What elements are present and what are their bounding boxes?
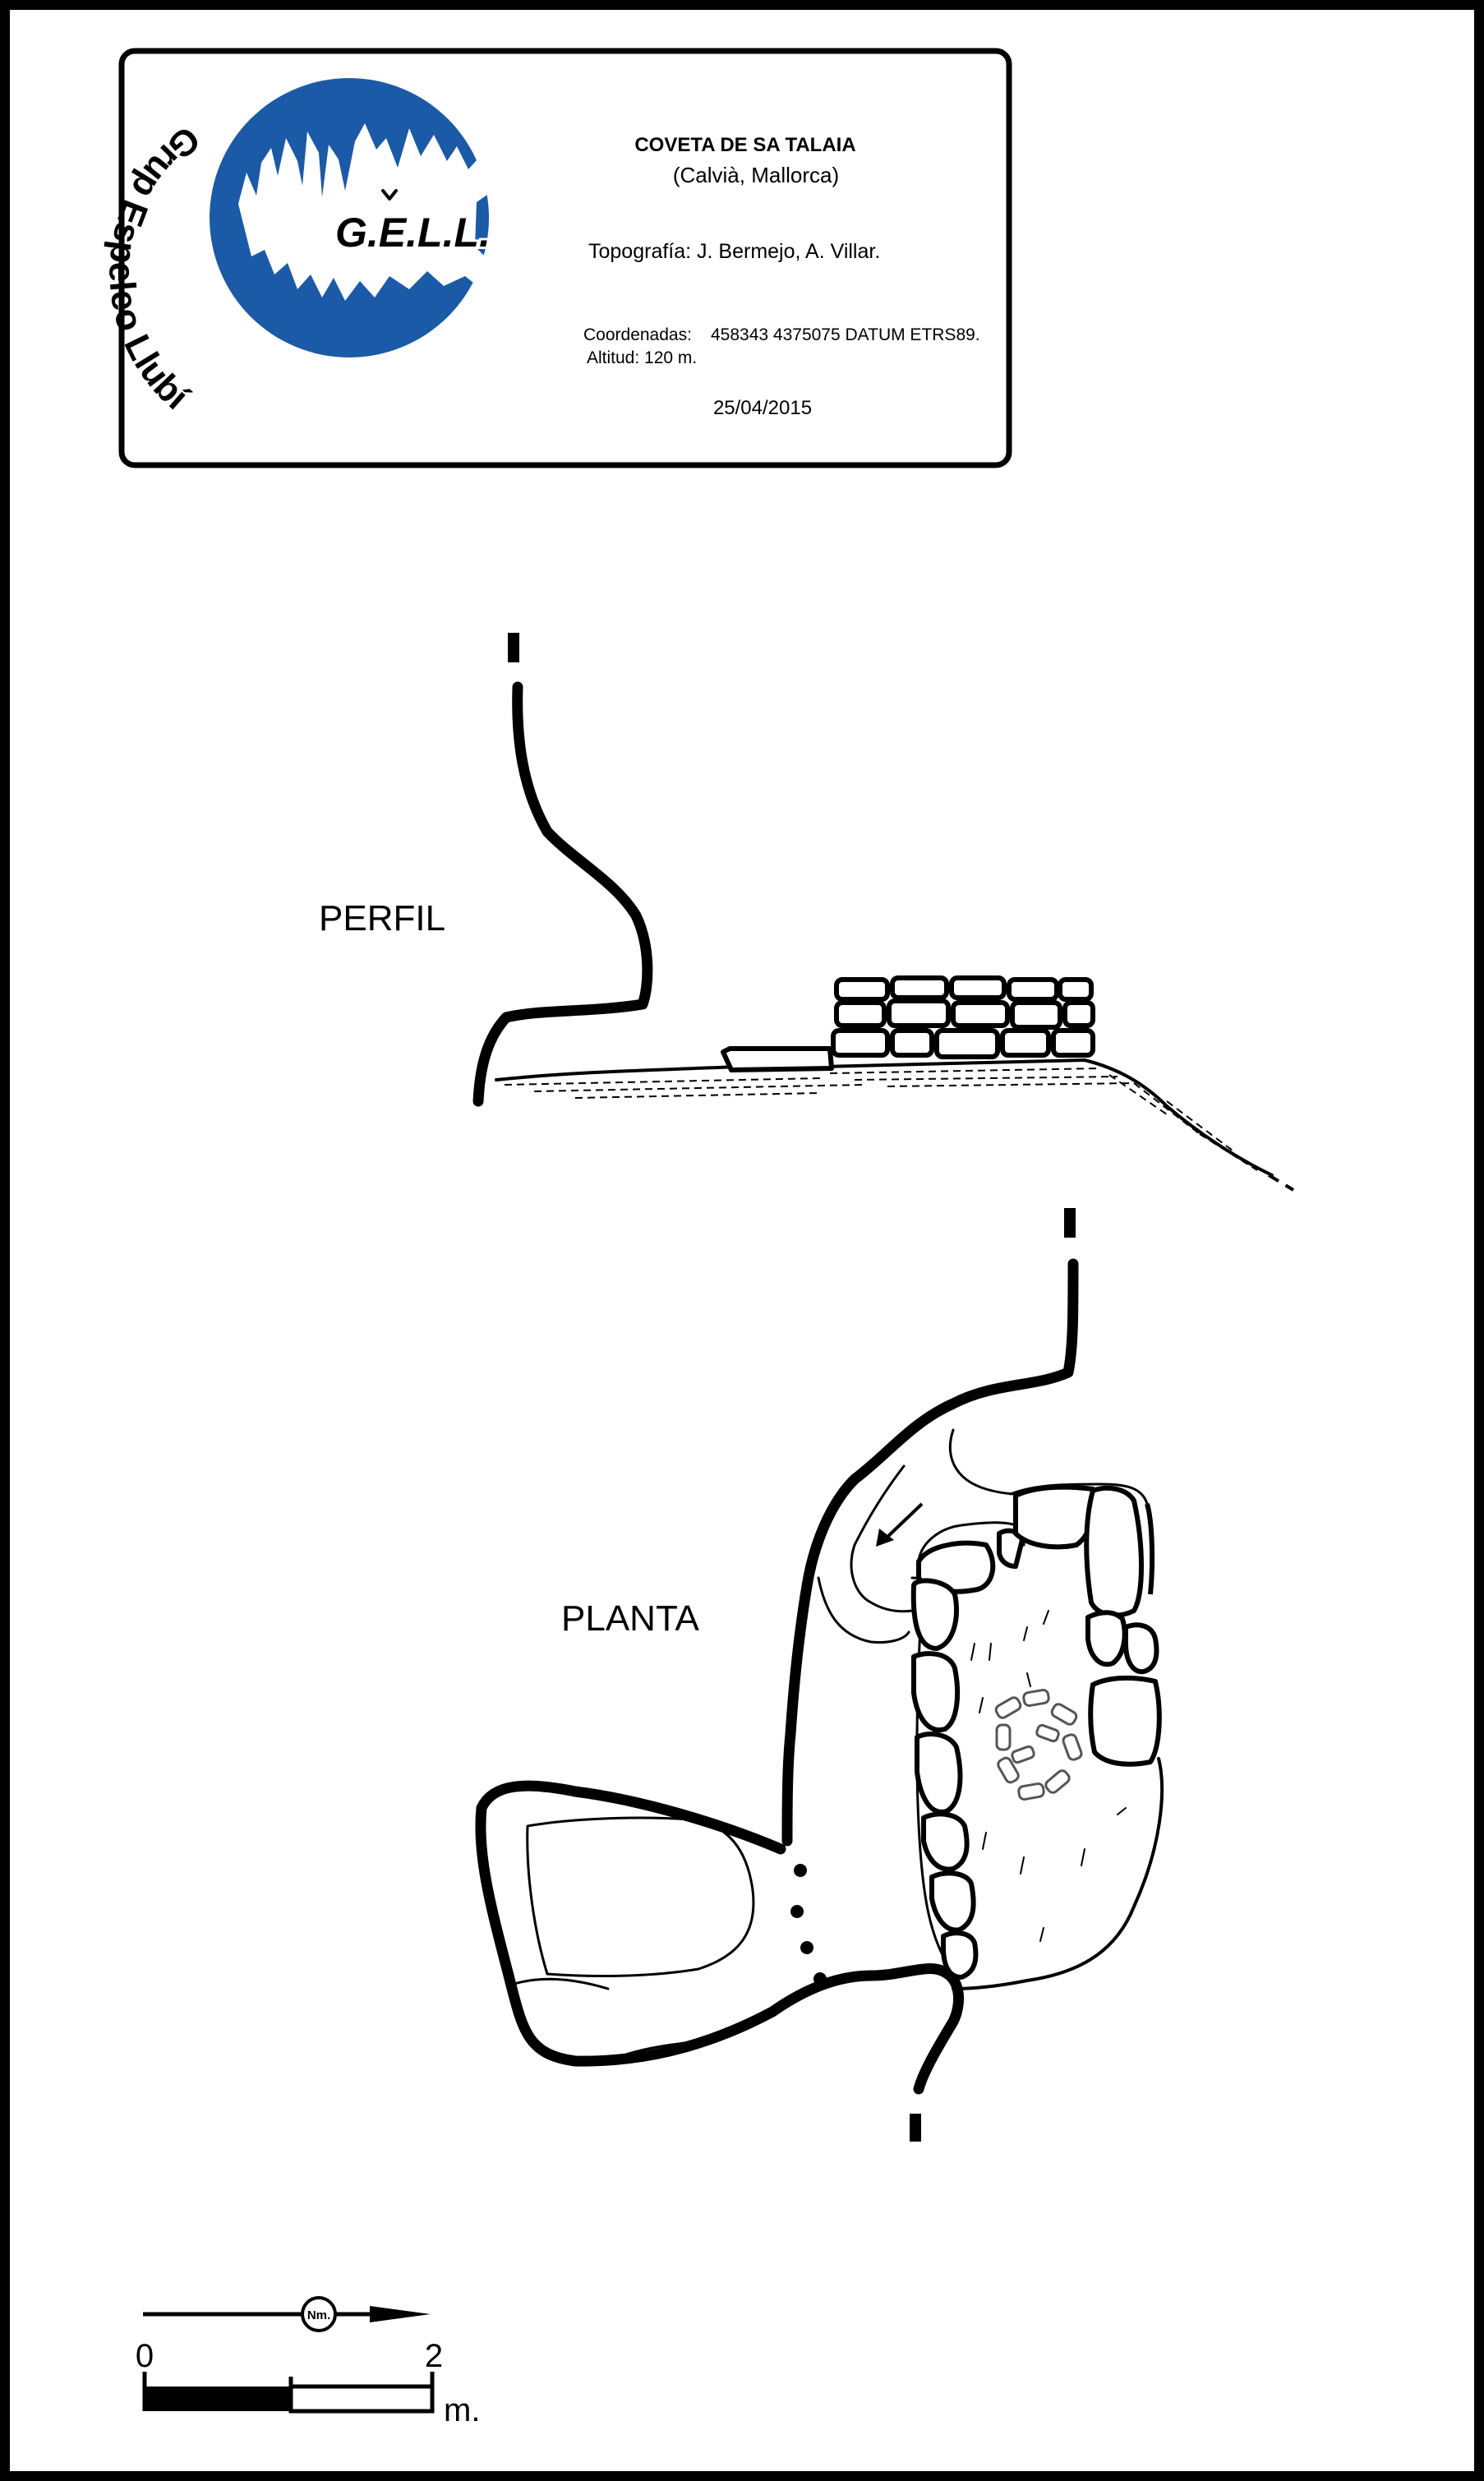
coordinates-value: 458343 4375075 DATUM ETRS89.: [711, 325, 980, 344]
plan-label: PLANTA: [561, 1598, 700, 1639]
plan-floor-marks: [970, 1610, 1127, 1942]
plan-passage-dots: [790, 1864, 827, 1985]
logo-caron-mark: [381, 189, 398, 201]
profile-slope-tail: [1267, 1174, 1295, 1192]
plan-section: [475, 1208, 1164, 2142]
scale-start-label: 0: [136, 2338, 154, 2374]
plan-slope-arrowhead: [876, 1529, 894, 1547]
profile-section: [472, 633, 1295, 1192]
topography-credits: Topografía: J. Bermejo, A. Villar.: [588, 240, 880, 263]
plan-slope-contour-2: [817, 1576, 910, 1644]
survey-date: 25/04/2015: [713, 397, 812, 419]
plan-chamber-inner-contour: [526, 1816, 755, 1977]
coordinates-label: Coordenadas:: [583, 325, 692, 344]
plan-slope-arrow-line: [884, 1502, 924, 1540]
profile-label: PERFIL: [319, 898, 445, 938]
scale-bar: 0 2 m.: [136, 2338, 481, 2428]
altitude: Altitud: 120 m.: [587, 348, 697, 367]
plan-chamber-ledge: [513, 1977, 725, 2056]
profile-sediment-hatch: [504, 1068, 1258, 1171]
plan-wall-side-chamber: [475, 1780, 965, 2095]
title-block: G.E.L.L. Grup Espeleo Llubí COVETA DE SA…: [101, 48, 1012, 468]
scale-bar-filled-segment: [145, 2386, 291, 2411]
logo-cave-silhouette: [238, 123, 503, 301]
logo-initials: G.E.L.L.: [335, 210, 491, 256]
cave-location: (Calvià, Mallorca): [673, 163, 839, 187]
profile-floor: [495, 1058, 1274, 1177]
north-label: Nm.: [307, 2308, 330, 2322]
north-arrow: Nm.: [143, 2296, 431, 2332]
plan-stone-wall: [910, 1484, 1162, 1980]
scale-end-label: 2: [425, 2338, 443, 2374]
north-arrow-badge: [301, 2296, 337, 2332]
profile-wall: [472, 681, 653, 1107]
north-arrow-head: [370, 2306, 431, 2322]
cave-name: COVETA DE SA TALAIA: [634, 134, 855, 156]
profile-stone-wall: [721, 975, 1095, 1072]
plan-stone-ring: [994, 1688, 1083, 1801]
scale-unit: m.: [444, 2392, 480, 2428]
scale-bar-empty-segment: [288, 2384, 435, 2414]
plan-wall-north: [781, 1258, 1079, 1847]
plan-wall-east: [952, 1757, 1164, 1990]
